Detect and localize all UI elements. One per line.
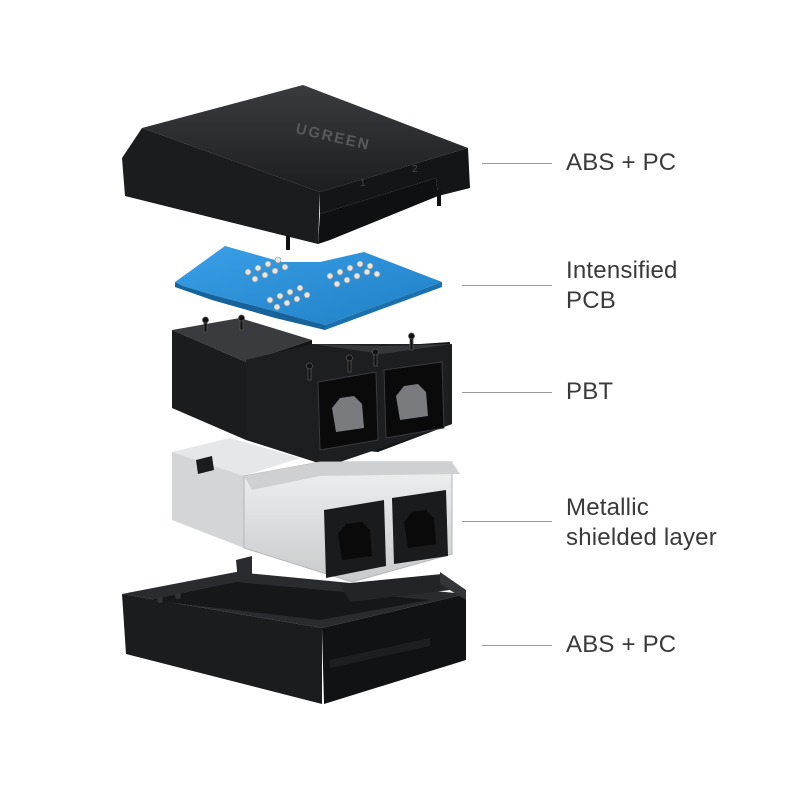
label-pcb-line-2: PCB: [566, 287, 616, 314]
metal-shield: [172, 438, 460, 583]
label-pcb-line-1: Intensified: [566, 257, 678, 284]
label-bottom-case-line-1: ABS + PC: [566, 631, 677, 658]
port-number-2: 2: [412, 164, 418, 175]
callout-line-pbt: [462, 392, 552, 393]
label-pbt-line-1: PBT: [566, 378, 614, 405]
top-cover: UGREEN 1 2: [122, 85, 470, 250]
pbt-pins: [202, 314, 415, 381]
label-metal-shield: Metallic shielded layer: [566, 493, 717, 553]
label-top-cover: ABS + PC: [566, 148, 676, 178]
callout-line-pcb: [462, 285, 552, 286]
port-number-1: 1: [360, 178, 366, 189]
label-top-cover-line-1: ABS + PC: [566, 149, 677, 176]
pbt-housing: [172, 314, 452, 466]
label-metal-shield-line-2: shielded layer: [566, 524, 717, 551]
label-pcb: Intensified PCB: [566, 256, 678, 316]
bottom-case: [122, 556, 466, 704]
label-bottom-case: ABS + PC: [566, 630, 676, 660]
callout-line-bottom-case: [482, 645, 552, 646]
label-metal-shield-line-1: Metallic: [566, 494, 649, 521]
callout-line-top-cover: [482, 163, 552, 164]
pcb-pins: [244, 256, 381, 311]
label-pbt: PBT: [566, 377, 613, 407]
callout-line-metal-shield: [462, 521, 552, 522]
pcb-board: [175, 246, 442, 330]
